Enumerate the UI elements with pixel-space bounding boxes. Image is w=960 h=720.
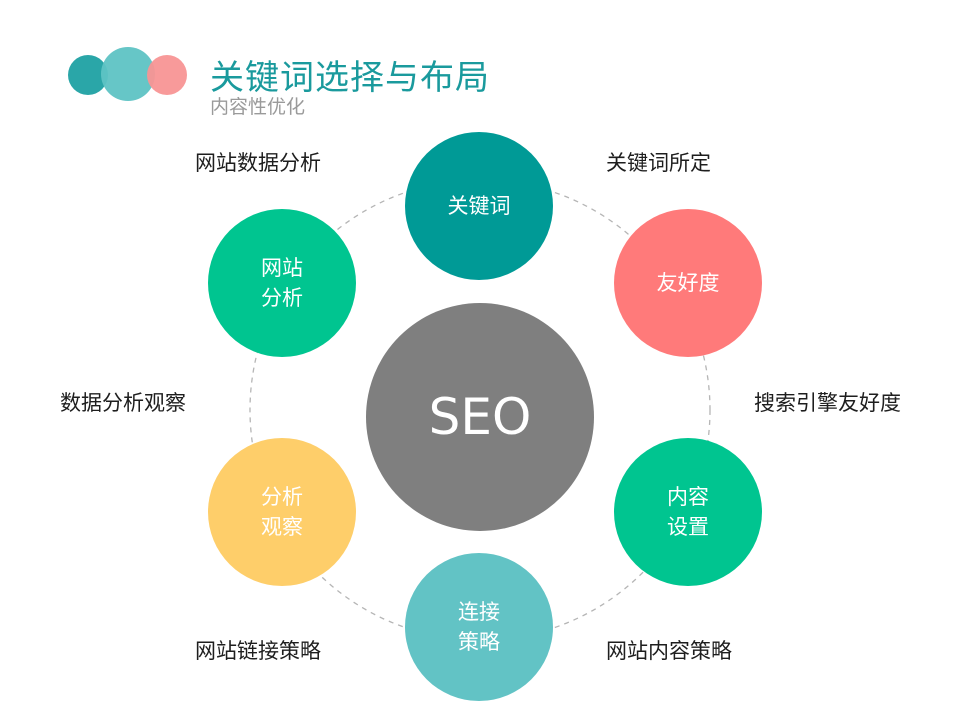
node-content-setting: 内容 设置: [614, 438, 762, 586]
logo-dot-pink: [147, 55, 187, 95]
node-site-analysis-label: 网站 分析: [261, 256, 303, 310]
node-analysis-observe: 分析 观察: [208, 438, 356, 586]
caption-site-data-analysis: 网站数据分析: [195, 151, 321, 175]
caption-keyword-set: 关键词所定: [606, 151, 711, 175]
page-title: 关键词选择与布局: [210, 58, 490, 98]
node-seo: SEO: [366, 303, 594, 531]
node-content-setting-label: 内容 设置: [667, 485, 709, 539]
node-friendliness: 友好度: [614, 209, 762, 357]
caption-site-link-strategy: 网站链接策略: [195, 639, 321, 663]
node-link-strategy-label: 连接 策略: [458, 600, 500, 654]
logo-dot-light-teal: [101, 47, 155, 101]
node-analysis-observe-label: 分析 观察: [261, 485, 303, 539]
node-site-analysis: 网站 分析: [208, 209, 356, 357]
node-link-strategy: 连接 策略: [405, 553, 553, 701]
node-keyword-label: 关键词: [447, 194, 511, 218]
caption-site-content-strategy: 网站内容策略: [606, 639, 732, 663]
node-friendliness-label: 友好度: [656, 271, 720, 295]
node-keyword: 关键词: [405, 132, 553, 280]
caption-search-engine-friendly: 搜索引擎友好度: [754, 391, 901, 415]
caption-data-analysis-observe: 数据分析观察: [60, 391, 186, 415]
page-subtitle: 内容性优化: [210, 96, 306, 118]
node-seo-label: SEO: [428, 388, 532, 446]
